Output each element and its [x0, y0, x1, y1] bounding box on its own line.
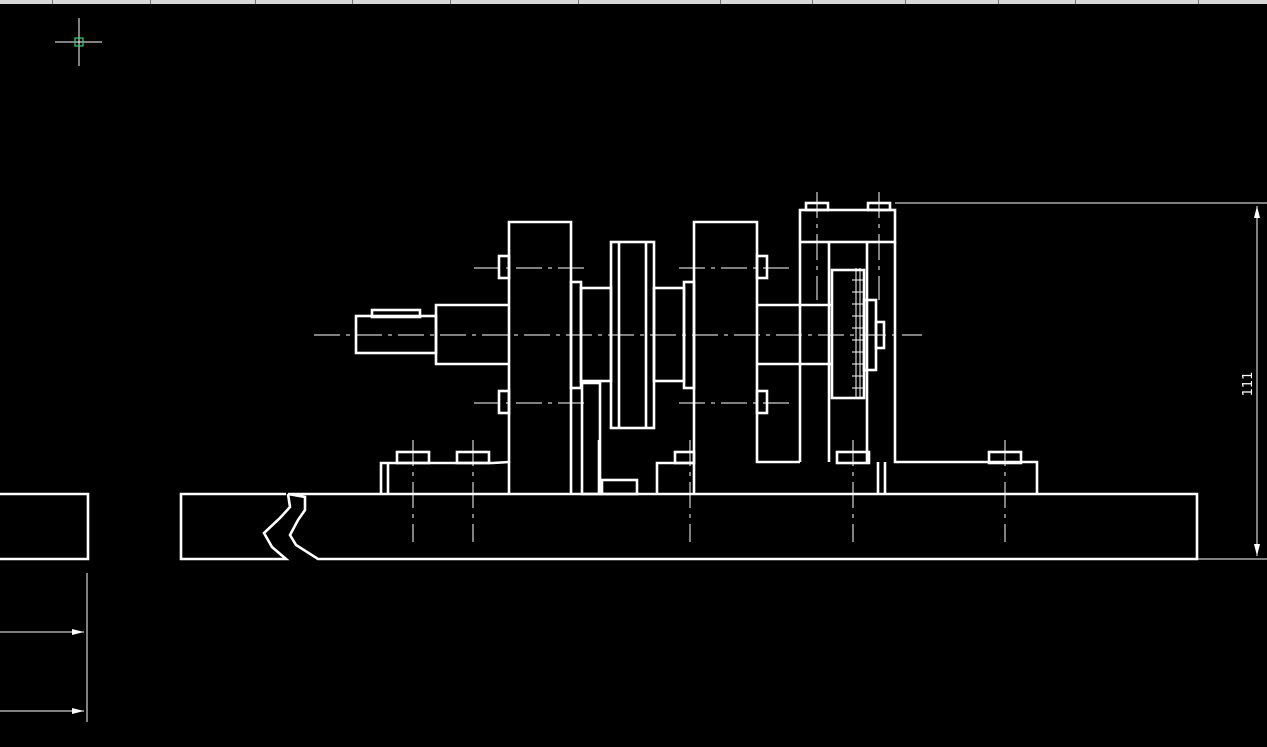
height-dimension-label: 111 — [1241, 372, 1256, 397]
crosshair-cursor-icon — [55, 18, 102, 66]
height-dimension: 111 — [895, 202, 1267, 560]
right-bracket — [655, 220, 833, 494]
right-column-dial — [798, 201, 1039, 494]
left-partial-base — [0, 492, 90, 561]
top-ruler — [0, 0, 1267, 4]
centerlines — [314, 192, 1006, 542]
left-dimension-lines — [0, 573, 88, 722]
left-bracket — [379, 220, 573, 494]
base-plate — [179, 492, 1199, 561]
